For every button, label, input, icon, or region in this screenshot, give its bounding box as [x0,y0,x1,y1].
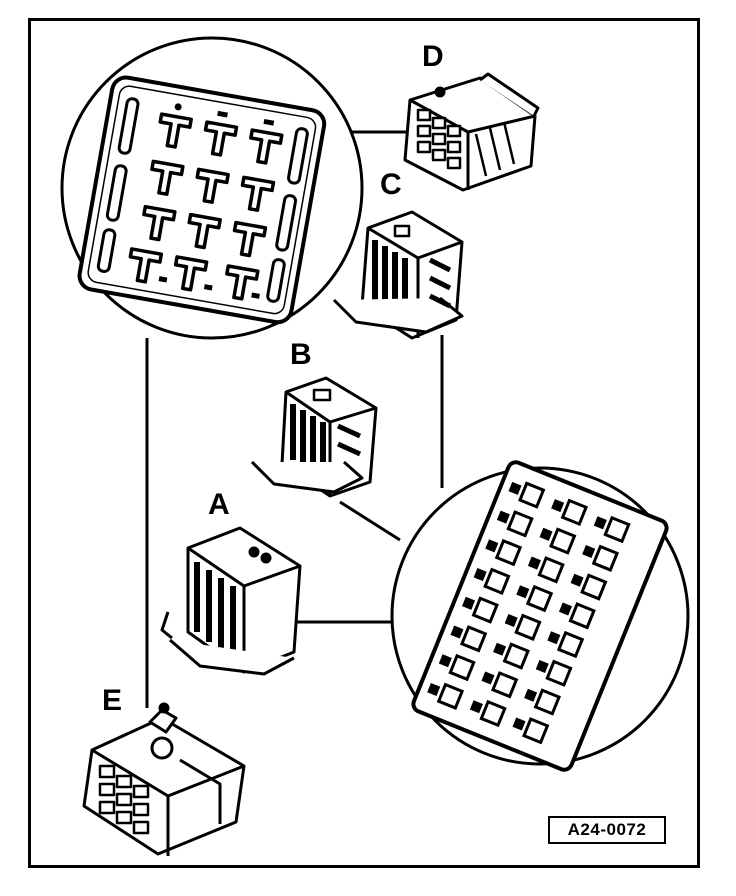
slot [545,659,573,687]
label-b: B [290,338,312,371]
right-detail-inset [390,460,690,772]
slot-number-mark [551,499,565,513]
slot-number-mark [504,614,518,628]
slot [494,538,523,567]
slot [506,510,534,538]
slot-number-mark [593,516,607,530]
slot-number-mark [493,642,507,656]
reference-code: A24-0072 [548,816,666,844]
slot [537,556,565,584]
slot [459,625,488,653]
slot [502,642,530,670]
connection-lines [145,130,444,708]
slot [514,613,542,641]
slot-number-mark [582,545,596,559]
slot-number-mark [462,596,476,610]
slot-number-mark [524,688,538,702]
slot-number-mark [558,602,572,616]
line-b-to-inset [339,500,401,542]
slot-number-mark [485,539,499,553]
connector-b [250,376,378,498]
slot [525,584,554,613]
slot-number-mark [516,585,530,599]
label-c: C [380,168,402,201]
slot [471,596,499,624]
slot [479,699,507,728]
left-detail-inset [60,36,364,340]
slot [560,498,589,526]
connector-a [160,526,302,676]
slot-number-mark [512,717,526,731]
slot-number-mark [535,660,549,674]
slot [483,567,511,595]
label-a: A [208,488,230,521]
connector-e [82,702,246,856]
slot-number-mark [438,654,452,668]
slot [591,544,620,572]
slot [549,527,577,555]
slot [436,682,465,710]
label-e: E [102,684,123,717]
connector-d [403,72,540,192]
slot-number-marks [427,481,607,731]
slot [490,671,519,699]
slot-number-mark [539,527,553,541]
slot [518,481,546,509]
slot-number-mark [496,510,510,524]
label-d: D [422,40,444,73]
connector-c [332,210,464,340]
slot-number-mark [547,631,561,645]
slot [603,515,631,544]
slot [556,630,585,659]
slot-grid [436,481,631,745]
slot-number-mark [508,481,522,495]
slot-number-mark [473,568,487,582]
slot-number-mark [527,556,541,570]
slot-number-mark [570,573,584,587]
slot-number-mark [450,625,464,639]
slot-number-mark [469,700,483,714]
slot [448,653,476,682]
slot [533,688,561,716]
slot [522,717,550,745]
slot [580,573,608,601]
slot [568,602,596,630]
slot-number-mark [427,683,441,697]
t-pins [128,112,284,301]
slot-number-mark [481,671,495,685]
